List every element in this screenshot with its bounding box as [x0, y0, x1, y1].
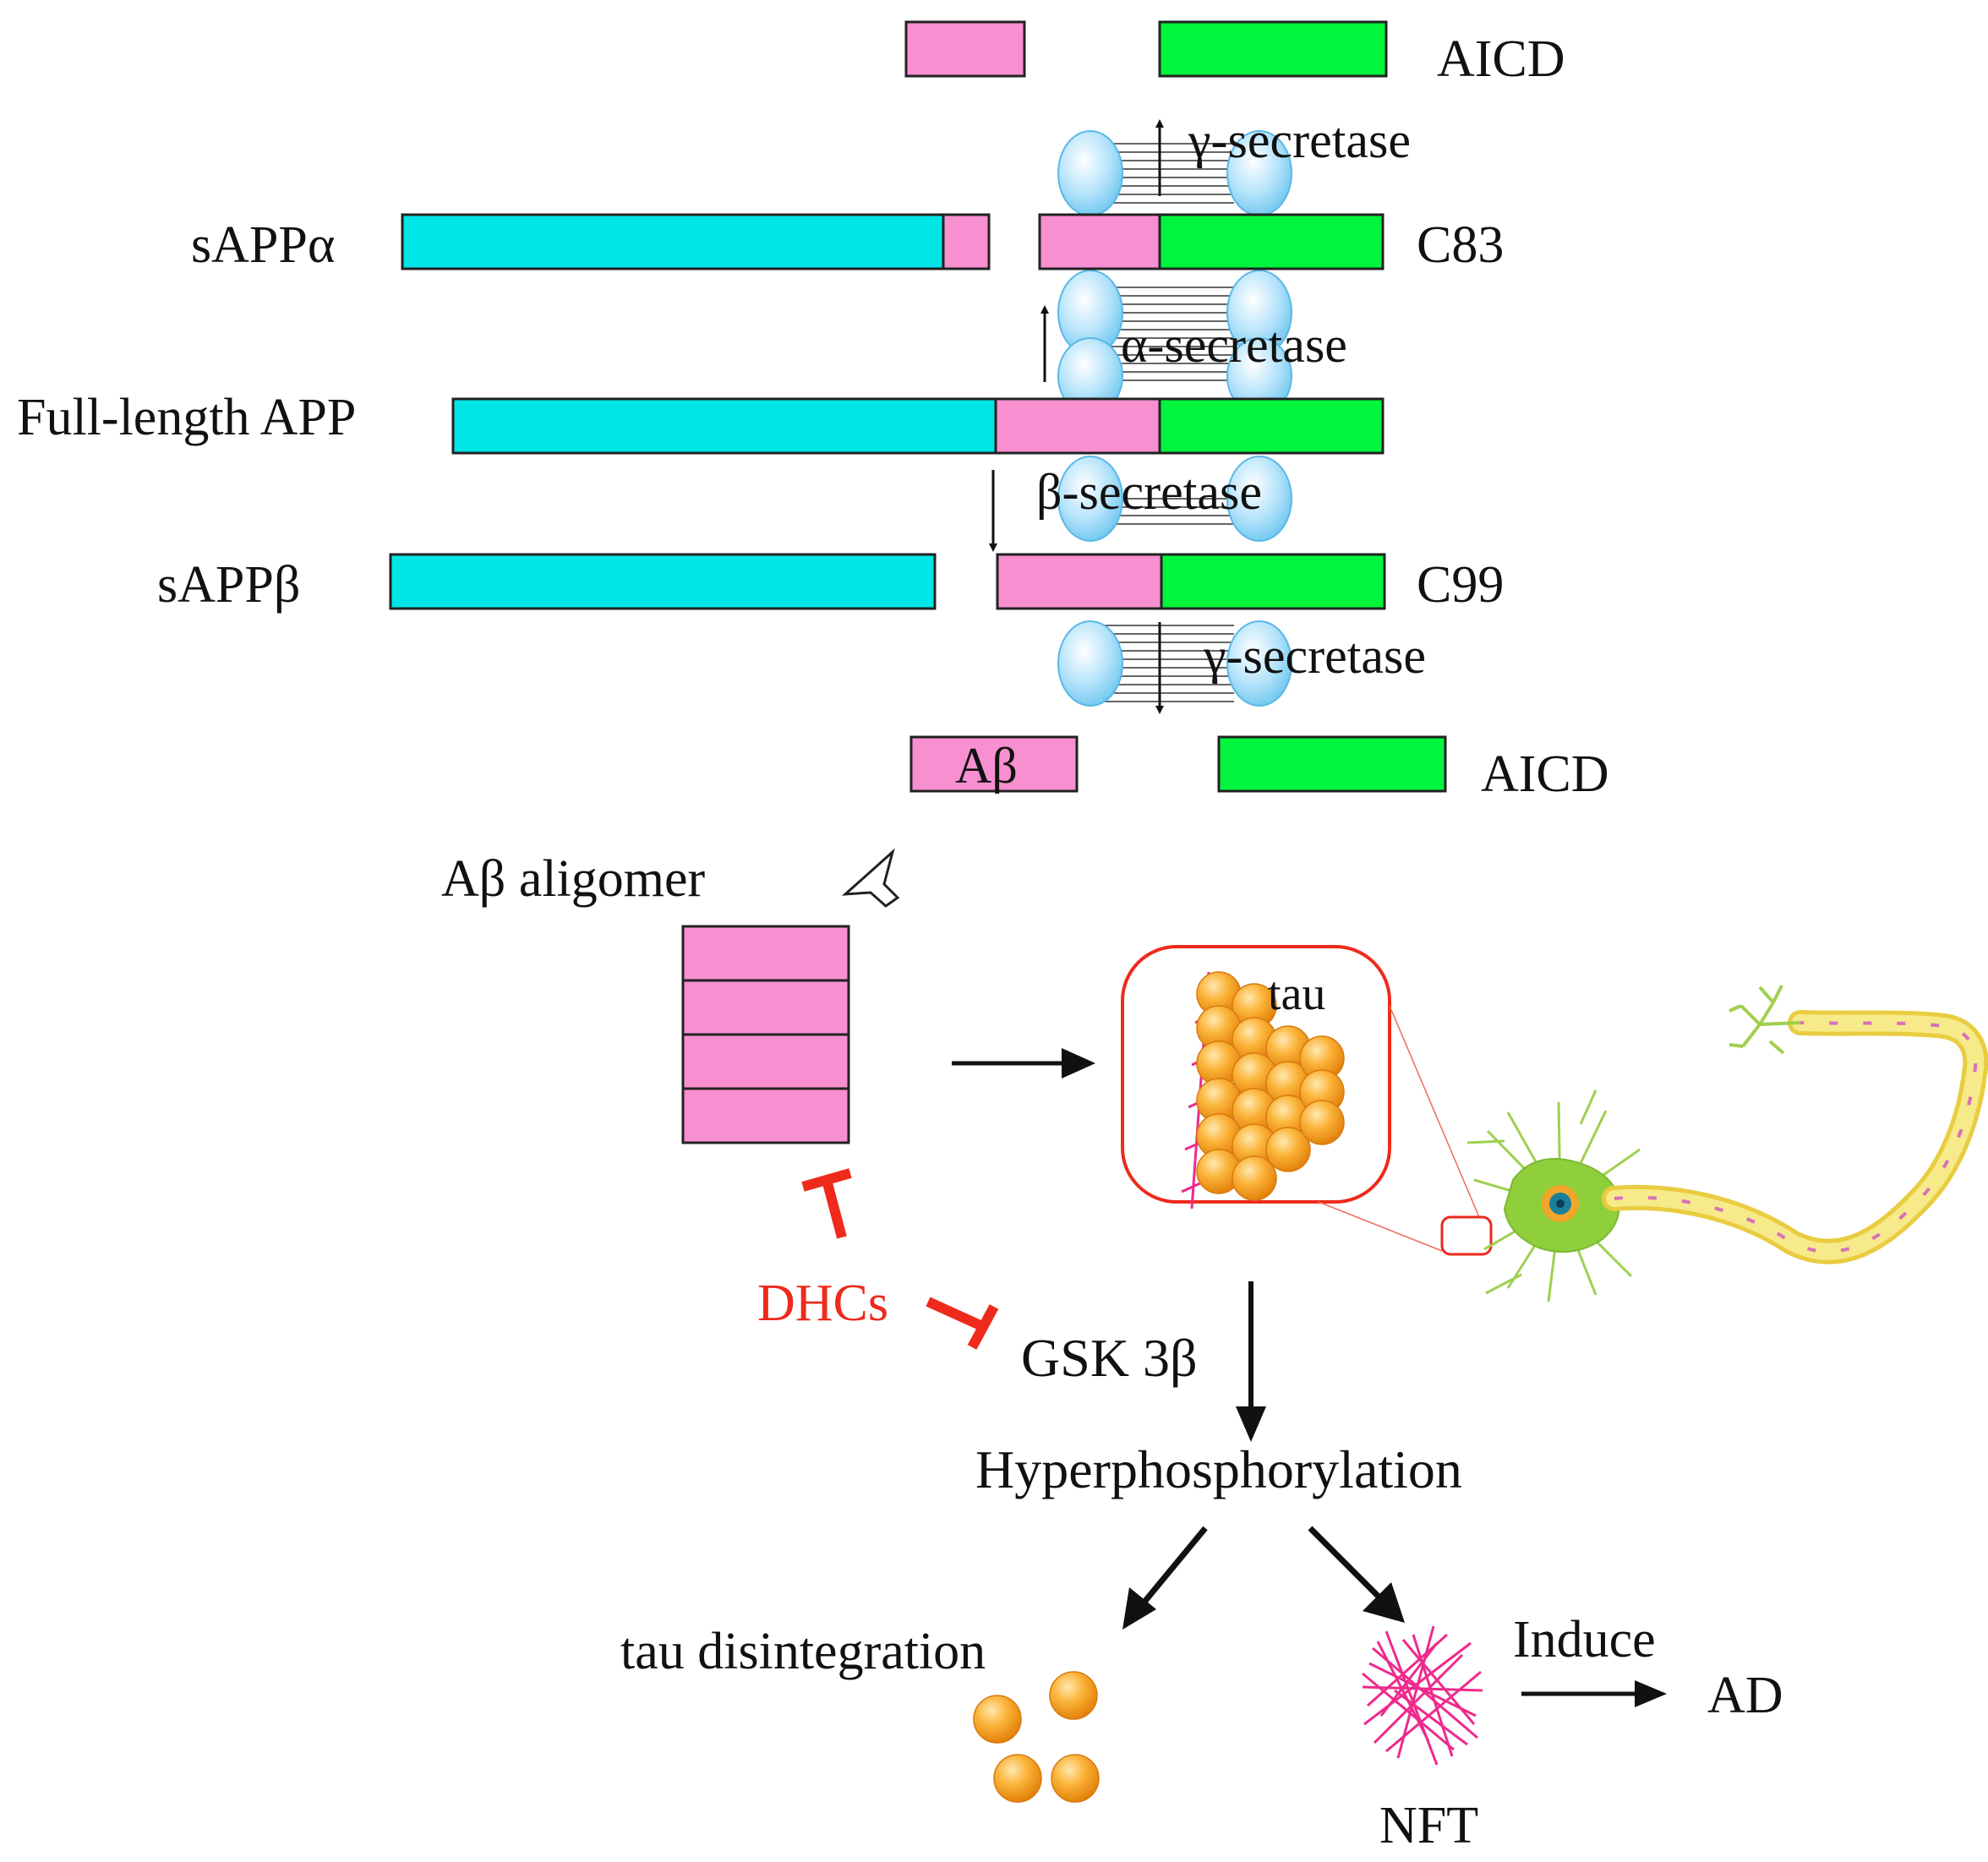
neuron-illustration [1466, 985, 1988, 1302]
abeta-aicd-bottom-row [909, 735, 1447, 793]
label-sappa: sAPPα [191, 216, 335, 274]
tau-particle [1049, 1671, 1098, 1720]
label-alpha-secretase: α-secretase [1121, 317, 1347, 373]
label-beta-secretase: β-secretase [1036, 464, 1262, 520]
app-bar-green [1158, 397, 1384, 455]
arrow-induce-to-ad [1521, 1680, 1667, 1707]
tau-disintegrated-particles [973, 1671, 1100, 1803]
arrow-oligomer-to-tau [952, 1048, 1095, 1078]
label-c83: C83 [1417, 216, 1504, 274]
sappb-bar-cyan [389, 553, 937, 610]
sappa-bar-pink [942, 213, 991, 270]
app-bar-pink [994, 397, 1161, 455]
aicd-fragment-bottom [1217, 735, 1447, 793]
label-abeta-oligomer: Aβ aligomer [441, 850, 706, 908]
label-hyperphosphorylation: Hyperphosphorylation [975, 1439, 1462, 1499]
membrane-bilayer [1057, 130, 1292, 707]
tau-particle [973, 1695, 1022, 1744]
full-length-app-row [451, 397, 1384, 455]
tau-zoom-box: tau [1121, 945, 1480, 1252]
label-aicd-bottom: AICD [1481, 745, 1609, 803]
app-bar-cyan [451, 397, 997, 455]
c83-row [401, 213, 1384, 270]
label-tau: tau [1268, 968, 1325, 1020]
nft-tangle [1362, 1625, 1483, 1766]
oligomer-unit [681, 1087, 850, 1144]
label-nft: NFT [1379, 1797, 1478, 1854]
outline-arrow-icon [841, 848, 900, 908]
tau-cluster [1196, 971, 1345, 1201]
oligomer-unit [681, 925, 850, 982]
aicd-fragment-top [1158, 20, 1388, 78]
c99-bar-pink [996, 553, 1163, 610]
arrow-to-nft [1308, 1526, 1405, 1623]
sappa-bar-cyan [401, 213, 945, 270]
label-full-length-app: Full-length APP [17, 389, 356, 446]
inhibit-oligomer-bar [801, 1168, 852, 1239]
zoom-origin-square [1440, 1215, 1493, 1256]
abeta-oligomer-stack [681, 925, 850, 1144]
label-dhcs: DHCs [757, 1275, 888, 1332]
cleavage-arrows [989, 119, 1164, 714]
axon-terminal [1729, 985, 1801, 1055]
label-induce: Induce [1513, 1611, 1656, 1668]
label-c99: C99 [1417, 556, 1504, 614]
aicd-top-row [904, 20, 1388, 78]
label-gamma-secretase-bottom: γ-secretase [1203, 628, 1426, 684]
oligomer-unit [681, 979, 850, 1036]
arrow-to-tau-disintegration [1122, 1526, 1208, 1630]
label-tau-disintegration: tau disintegration [620, 1623, 986, 1680]
c99-bar-green [1160, 553, 1386, 610]
axon [1602, 1010, 1988, 1264]
label-abeta: Aβ [955, 738, 1018, 794]
label-aicd-top: AICD [1437, 30, 1565, 88]
pink-fragment-top [904, 20, 1026, 78]
label-ad: AD [1707, 1667, 1783, 1724]
label-sappb: sAPPβ [157, 556, 300, 614]
oligomer-unit [681, 1033, 850, 1090]
c83-bar-pink [1038, 213, 1161, 270]
label-gamma-secretase-top: γ-secretase [1188, 112, 1411, 168]
arrow-to-hyperphosphorylation [1236, 1281, 1266, 1442]
inhibit-gsk-bar [926, 1297, 999, 1350]
label-gsk3b: GSK 3β [1021, 1328, 1198, 1388]
c99-row [389, 553, 1386, 610]
tau-particle [993, 1754, 1042, 1803]
c83-bar-green [1158, 213, 1384, 270]
abeta-fragment [909, 735, 1079, 793]
tau-particle [1051, 1754, 1100, 1803]
